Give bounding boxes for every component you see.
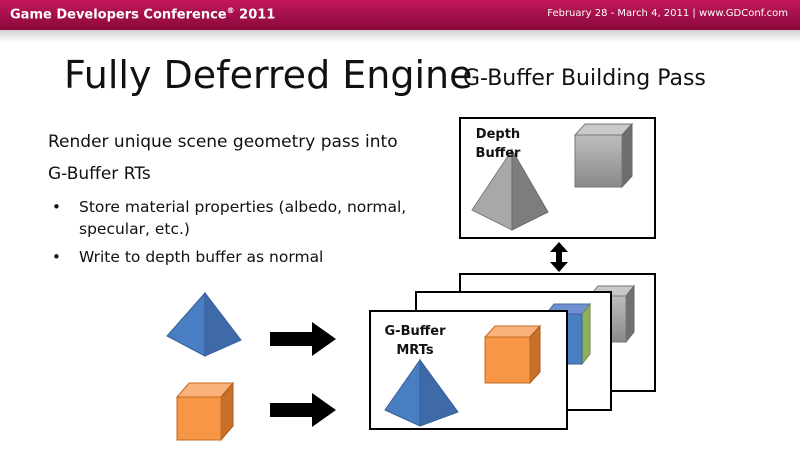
depth-pyramid-icon xyxy=(471,148,549,231)
gbuffer-pyramid-icon xyxy=(384,358,459,427)
conference-header-bar: Game Developers Conference® 2011 Februar… xyxy=(0,0,800,30)
bullet-marker: • xyxy=(52,198,61,216)
bullet-1-text: Store material properties (albedo, norma… xyxy=(79,198,407,238)
arrow-right-icon xyxy=(270,393,336,427)
body-line-2: G-Buffer RTs xyxy=(48,164,151,184)
bullet-2-text: Write to depth buffer as normal xyxy=(79,248,324,266)
gbuffer-cube-icon xyxy=(483,324,542,385)
bullet-marker: • xyxy=(52,248,61,266)
slide-title: Fully Deferred Engine xyxy=(64,53,473,97)
conference-name: Game Developers Conference® 2011 xyxy=(10,6,276,23)
registered-mark: ® xyxy=(226,6,235,15)
input-pyramid-icon xyxy=(166,291,242,357)
gbuffer-frame xyxy=(369,310,568,430)
slide-subtitle: G-Buffer Building Pass xyxy=(463,66,706,91)
double-arrow-icon xyxy=(550,242,568,272)
gbuffer-label: G-Buffer MRTs xyxy=(384,324,446,358)
depth-buffer-frame xyxy=(459,117,656,239)
depth-buffer-label: Depth Buffer xyxy=(475,127,521,161)
input-cube-icon xyxy=(175,381,235,442)
depth-cube-icon xyxy=(573,122,634,189)
header-shadow xyxy=(0,30,800,42)
body-line-1: Render unique scene geometry pass into xyxy=(48,132,398,152)
conference-dates: February 28 - March 4, 2011 | www.GDConf… xyxy=(547,8,788,19)
arrow-right-icon xyxy=(270,322,336,356)
